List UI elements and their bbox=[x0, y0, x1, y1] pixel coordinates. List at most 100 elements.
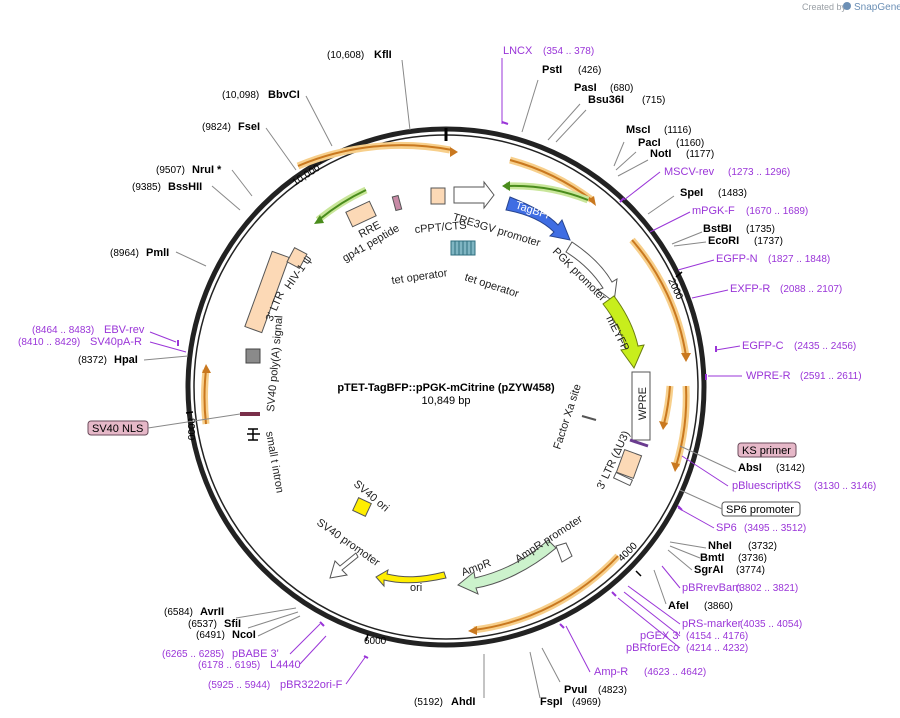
enzyme-name: AfeI bbox=[668, 600, 689, 612]
ks-primer-box bbox=[737, 442, 797, 458]
ampr-promoter-label: AmpR promoter bbox=[513, 513, 585, 566]
enzyme-pos: (1116) bbox=[664, 125, 691, 136]
primer-name: pBABE 3' bbox=[232, 648, 279, 660]
primer-range: (1827 .. 1848) bbox=[768, 254, 830, 265]
ltr-box bbox=[244, 250, 290, 334]
enzyme-pos: (1160) bbox=[676, 138, 704, 149]
factor-xa-label: Factor Xa site bbox=[551, 383, 583, 451]
enzyme-name: BssHII bbox=[168, 181, 202, 193]
cppt-label: cPPT/CTS bbox=[414, 220, 467, 236]
wpre-box bbox=[631, 371, 651, 441]
enzyme-pos: (6584) bbox=[164, 607, 193, 618]
enzyme-name: SpeI bbox=[680, 187, 703, 199]
enzyme-pos: (8372) bbox=[78, 355, 107, 366]
gp41-box bbox=[391, 194, 403, 212]
enzyme-pos: (1737) bbox=[754, 236, 783, 247]
primer-range: (6178 .. 6195) bbox=[198, 660, 260, 671]
tick-6000: 6000 bbox=[364, 636, 387, 647]
primer-range: (2591 .. 2611) bbox=[800, 371, 862, 382]
primer-range: (2435 .. 2456) bbox=[794, 341, 856, 352]
enzyme-name: FspI bbox=[540, 696, 563, 708]
wpre-label: WPRE bbox=[637, 387, 649, 420]
ori-arrow bbox=[375, 568, 447, 588]
enzyme-name: BbvCI bbox=[268, 89, 300, 101]
enzyme-name: PacI bbox=[638, 137, 661, 149]
primer-range: (354 .. 378) bbox=[543, 46, 594, 57]
enzyme-name: BstBI bbox=[703, 223, 732, 235]
enzyme-name: AhdI bbox=[451, 696, 475, 708]
enzyme-pos: (1483) bbox=[718, 188, 747, 199]
tick-10000: 10,000 bbox=[291, 162, 323, 188]
primer-range: (3130 .. 3146) bbox=[814, 481, 876, 492]
primer-range: (5925 .. 5944) bbox=[208, 680, 270, 691]
enzyme-labels: (10,608) KflI PstI (426) PasI (680) Bsu3… bbox=[78, 49, 805, 708]
primer-labels: LNCX (354 .. 378) MSCV-rev (1273 .. 1296… bbox=[18, 45, 876, 691]
sp6-promoter-label: SP6 promoter bbox=[726, 504, 794, 516]
rre-box bbox=[345, 200, 377, 228]
enzyme-leader-lines bbox=[143, 59, 737, 699]
primer-name: pGEX 3' bbox=[640, 630, 681, 642]
primer-name: EGFP-N bbox=[716, 253, 758, 265]
primer-name: MSCV-rev bbox=[664, 166, 715, 178]
enzyme-pos: (426) bbox=[578, 65, 601, 76]
sv40-polya-label: SV40 poly(A) signal bbox=[265, 315, 285, 412]
primer-range: (3802 .. 3821) bbox=[736, 583, 798, 594]
primer-name: L4440 bbox=[270, 659, 301, 671]
primer-range: (4035 .. 4054) bbox=[740, 619, 802, 630]
enzyme-pos: (4823) bbox=[598, 685, 627, 696]
enzyme-name: PasI bbox=[574, 82, 597, 94]
tet-op-label-1: tet operator bbox=[391, 267, 449, 287]
enzyme-name: NotI bbox=[650, 148, 671, 160]
primer-range: (6265 .. 6285) bbox=[162, 649, 224, 660]
pgk-promoter-arrow bbox=[565, 241, 618, 303]
enzyme-pos: (4969) bbox=[572, 697, 601, 708]
ampr-arrow bbox=[457, 539, 557, 595]
green-arrows bbox=[314, 181, 590, 224]
cppt-box bbox=[430, 187, 446, 205]
enzyme-name: NruI * bbox=[192, 164, 222, 176]
enzyme-name: NcoI bbox=[232, 629, 256, 641]
factor-xa-mark bbox=[581, 415, 597, 421]
small-t-intron-mark bbox=[247, 428, 260, 441]
enzyme-name: FseI bbox=[238, 121, 260, 133]
primer-range: (8464 .. 8483) bbox=[32, 325, 94, 336]
enzyme-pos: (5192) bbox=[414, 697, 443, 708]
enzyme-pos: (10,098) bbox=[222, 90, 259, 101]
plasmid-length: 10,849 bp bbox=[422, 395, 471, 407]
enzyme-name: SgrAI bbox=[694, 564, 723, 576]
orf-arrows bbox=[201, 141, 691, 635]
primer-name: Amp-R bbox=[594, 666, 628, 678]
enzyme-pos: (9824) bbox=[202, 122, 231, 133]
primer-name: EGFP-C bbox=[742, 340, 784, 352]
sv40-ori-box bbox=[352, 497, 372, 517]
enzyme-name: PvuI bbox=[564, 684, 587, 696]
primer-name: pRS-marker bbox=[682, 618, 742, 630]
ltr-du3-box bbox=[615, 449, 643, 479]
meyfp-arrow bbox=[602, 295, 645, 370]
tagbfp-label: TagBFP bbox=[514, 199, 555, 223]
tick-8000: 8000 bbox=[185, 418, 196, 441]
enzyme-pos: (3860) bbox=[704, 601, 733, 612]
small-t-label: small t intron bbox=[263, 430, 286, 493]
sv40-nls-label: SV40 NLS bbox=[92, 423, 143, 435]
enzyme-name: KflI bbox=[374, 49, 392, 61]
enzyme-pos: (6491) bbox=[196, 630, 225, 641]
enzyme-pos: (3142) bbox=[776, 463, 805, 474]
enzyme-name: SfiI bbox=[224, 618, 241, 630]
enzyme-pos: (680) bbox=[610, 83, 633, 94]
enzyme-name: EcoRI bbox=[708, 235, 739, 247]
enzyme-name: MscI bbox=[626, 124, 650, 136]
enzyme-name: PstI bbox=[542, 64, 562, 76]
primer-name: EXFP-R bbox=[730, 283, 770, 295]
enzyme-name: BmtI bbox=[700, 552, 724, 564]
primer-name: pBRforEco bbox=[626, 642, 679, 654]
enzyme-pos: (9385) bbox=[132, 182, 161, 193]
sp6-promoter-box bbox=[612, 471, 634, 487]
enzyme-pos: (9507) bbox=[156, 165, 185, 176]
enzyme-pos: (1177) bbox=[686, 149, 714, 160]
plasmid-name: pTET-TagBFP::pPGK-mCitrine (pZYW458) bbox=[337, 382, 555, 394]
primer-name: WPRE-R bbox=[746, 370, 791, 382]
enzyme-pos: (6537) bbox=[188, 619, 217, 630]
enzyme-name: AvrII bbox=[200, 606, 224, 618]
